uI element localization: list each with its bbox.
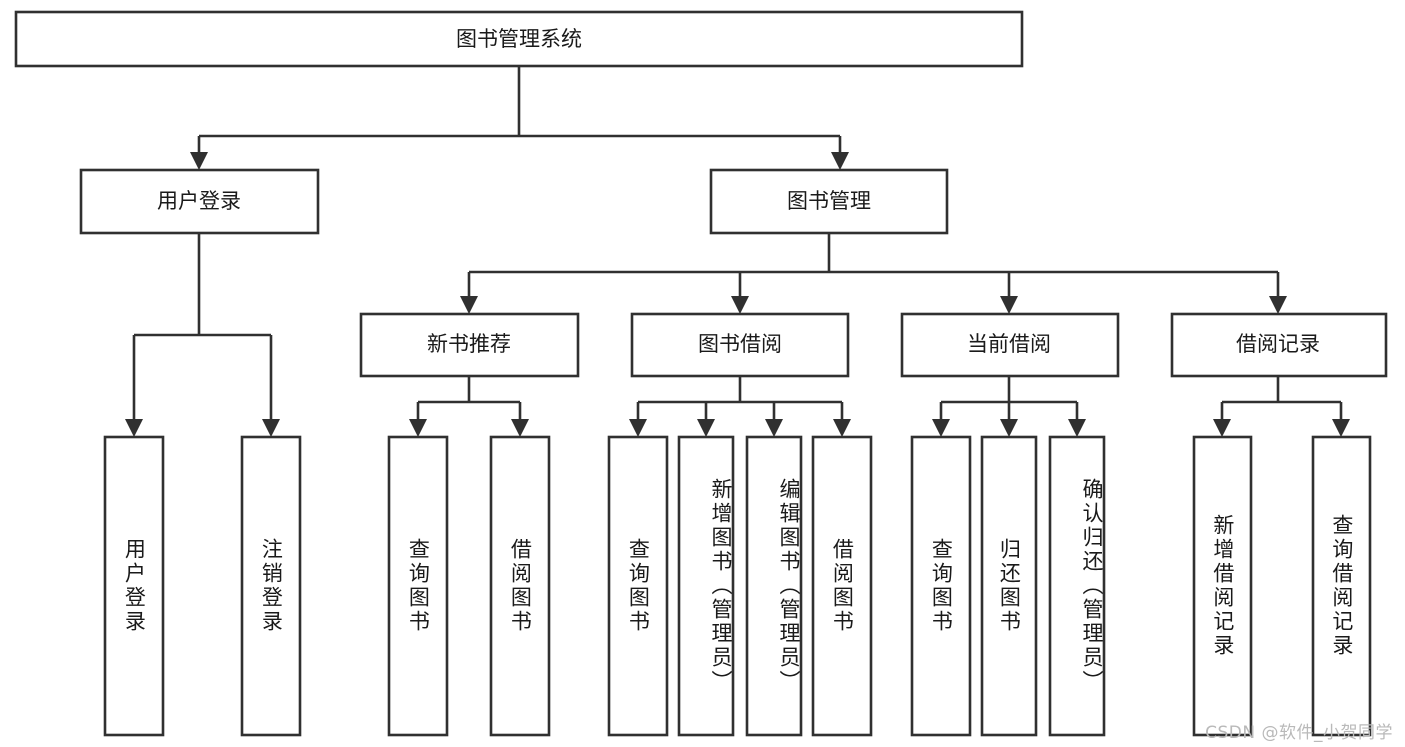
leaf-box-return-book[interactable] (980, 435, 1038, 737)
arrowhead-root-to-book (831, 152, 849, 170)
leaf-group-current-borrow (910, 435, 1106, 737)
leaf-group-user-login (103, 435, 302, 737)
connector-group-book-manage (460, 233, 1287, 314)
arrowhead-cborrow-l1 (932, 419, 950, 437)
leaf-box-borrow-book-nb[interactable] (489, 435, 551, 737)
arrowhead-book-c4 (1269, 296, 1287, 314)
arrowhead-brecord-l2 (1332, 419, 1350, 437)
connector-group-new-book (409, 376, 529, 437)
arrowhead-bborrow-l3 (765, 419, 783, 437)
node-book-manage-label: 图书管理 (787, 189, 871, 213)
arrowhead-user-leaf1 (125, 419, 143, 437)
arrowhead-book-c1 (460, 296, 478, 314)
node-new-book-recommend-box[interactable] (359, 312, 580, 378)
node-borrow-record-box[interactable] (1170, 312, 1388, 378)
arrowhead-book-c3 (1000, 296, 1018, 314)
node-book-manage[interactable]: 图书管理 (709, 168, 949, 235)
node-current-borrow-box[interactable] (900, 312, 1120, 378)
node-book-borrow-label: 图书借阅 (698, 332, 782, 356)
arrowhead-newbook-l1 (409, 419, 427, 437)
leaf-box-query-book-bb[interactable] (607, 435, 669, 737)
leaf-box-user-login[interactable] (103, 435, 165, 737)
watermark-text: CSDN @软件_小贺同学 (1205, 723, 1393, 743)
leaf-box-add-book-admin[interactable] (677, 435, 735, 737)
leaf-box-query-book-nb[interactable] (387, 435, 449, 737)
arrowhead-user-leaf2 (262, 419, 280, 437)
leaf-box-query-book-cb[interactable] (910, 435, 972, 737)
arrowhead-root-to-user (190, 152, 208, 170)
node-user-login-box[interactable] (79, 168, 320, 235)
node-book-borrow[interactable]: 图书借阅 (630, 312, 850, 378)
connector-group-borrow-record (1213, 376, 1350, 437)
node-borrow-record-label: 借阅记录 (1236, 332, 1320, 356)
leaf-box-confirm-return-admin[interactable] (1048, 435, 1106, 737)
arrowhead-bborrow-l1 (629, 419, 647, 437)
leaf-group-new-book (387, 435, 551, 737)
leaf-group-book-borrow (607, 435, 873, 737)
node-root[interactable]: 图书管理系统 (14, 10, 1024, 68)
node-book-manage-box[interactable] (709, 168, 949, 235)
arrowhead-newbook-l2 (511, 419, 529, 437)
node-current-borrow[interactable]: 当前借阅 (900, 312, 1120, 378)
node-root-label: 图书管理系统 (456, 27, 582, 51)
node-current-borrow-label: 当前借阅 (967, 332, 1051, 356)
connector-group-user-login (125, 233, 280, 437)
arrowhead-bborrow-l4 (833, 419, 851, 437)
arrowhead-cborrow-l2 (1000, 419, 1018, 437)
arrowhead-book-c2 (731, 296, 749, 314)
connector-group-book-borrow (629, 376, 851, 437)
arrowhead-brecord-l1 (1213, 419, 1231, 437)
node-new-book-recommend-label: 新书推荐 (427, 332, 511, 356)
node-user-login[interactable]: 用户登录 (79, 168, 320, 235)
node-new-book-recommend[interactable]: 新书推荐 (359, 312, 580, 378)
node-borrow-record[interactable]: 借阅记录 (1170, 312, 1388, 378)
node-book-borrow-box[interactable] (630, 312, 850, 378)
node-root-box[interactable] (14, 10, 1024, 68)
arrowhead-cborrow-l3 (1068, 419, 1086, 437)
leaf-box-query-borrow-record[interactable] (1311, 435, 1372, 737)
leaf-box-borrow-book-bb[interactable] (811, 435, 873, 737)
node-user-login-label: 用户登录 (157, 189, 241, 213)
arrowhead-bborrow-l2 (697, 419, 715, 437)
leaf-group-borrow-record (1192, 435, 1372, 737)
connector-group-current-borrow (932, 376, 1086, 437)
leaf-box-edit-book-admin[interactable] (745, 435, 803, 737)
leaf-box-logout[interactable] (240, 435, 302, 737)
connector-group-root (190, 66, 849, 170)
leaf-box-add-borrow-record[interactable] (1192, 435, 1253, 737)
